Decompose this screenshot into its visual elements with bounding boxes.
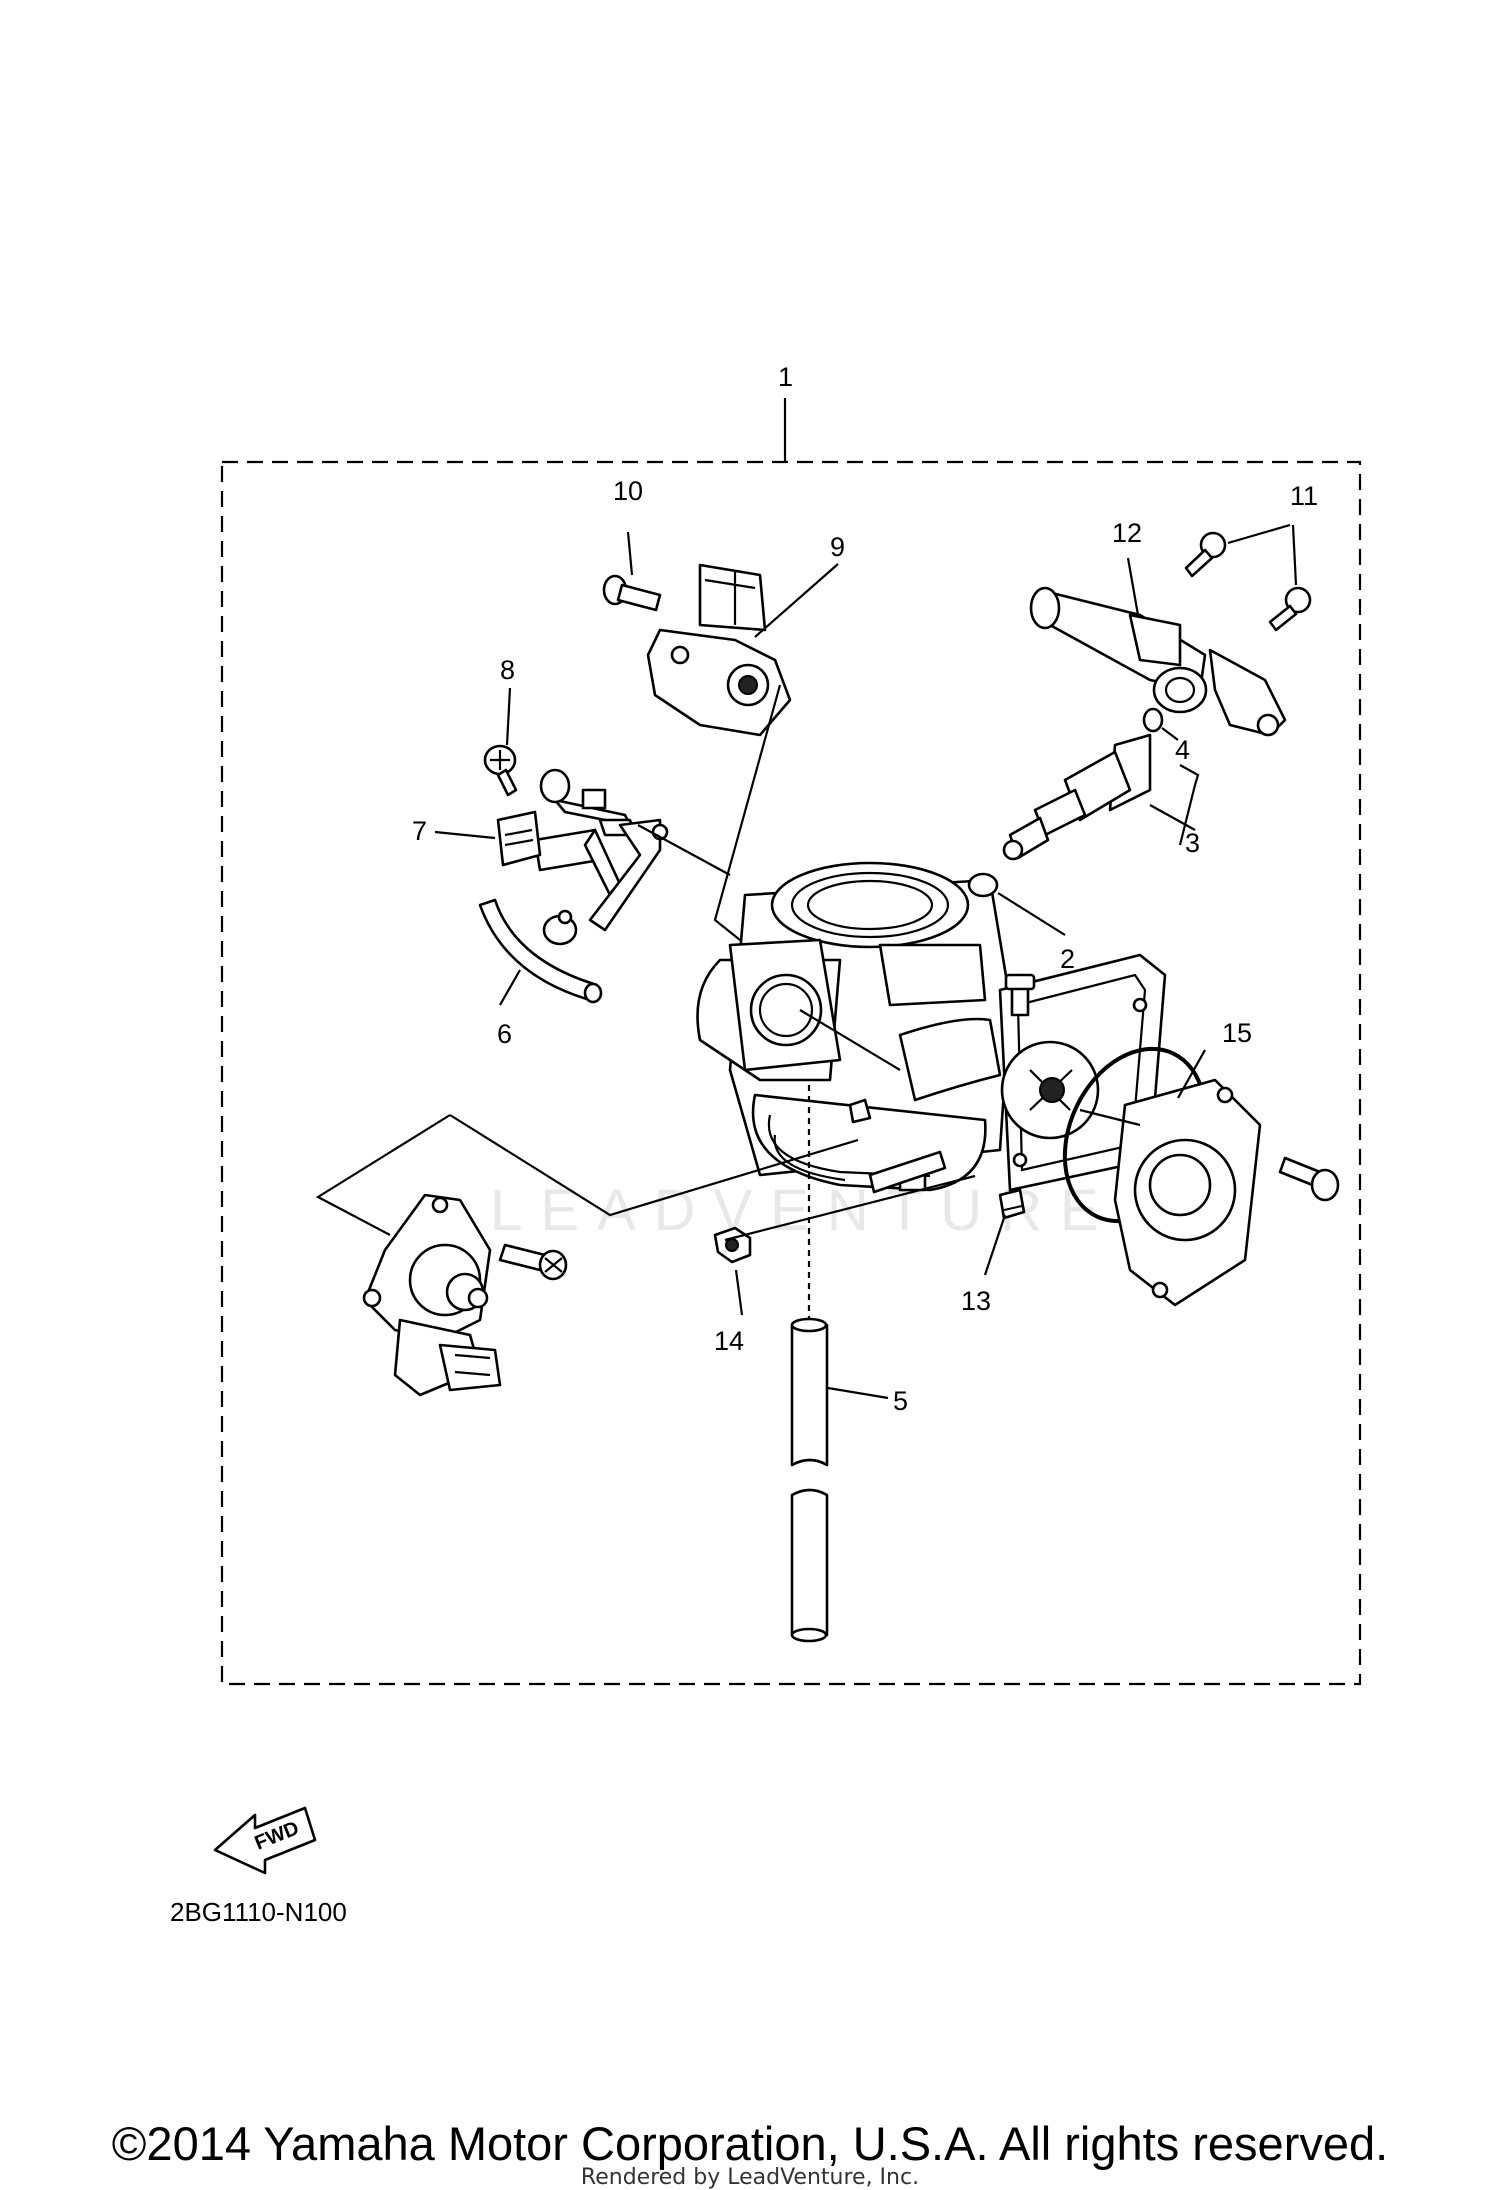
callout-6: 6 [497, 1019, 512, 1049]
idle-control-unit [362, 1193, 502, 1397]
callout-3: 3 [1185, 828, 1200, 858]
fuel-delivery-pipe [1029, 586, 1287, 737]
diagram-code: 2BG1110-N100 [170, 1897, 347, 1927]
callout-14: 14 [714, 1326, 744, 1356]
callout-8: 8 [500, 655, 515, 685]
copyright-text: ©2014 Yamaha Motor Corporation, U.S.A. A… [111, 2117, 1389, 2170]
callout-7: 7 [412, 816, 427, 846]
leader-lines [315, 523, 1298, 1400]
vacuum-hose-6 [478, 898, 603, 1004]
callout-9: 9 [830, 532, 845, 562]
callout-4: 4 [1175, 735, 1190, 765]
callout-10: 10 [613, 476, 643, 506]
rendered-by-text: Rendered by LeadVenture, Inc. [580, 2165, 920, 2190]
fwd-arrow-icon: FWD [213, 1806, 317, 1875]
screw-10 [602, 574, 662, 612]
bolt-15 [1278, 1156, 1340, 1202]
callout-15: 15 [1222, 1018, 1252, 1048]
cover-15 [1113, 1078, 1262, 1307]
bracket-assembly [496, 768, 669, 946]
hose-5 [790, 1317, 829, 1643]
callout-2: 2 [1060, 944, 1075, 974]
screw-11a [1184, 531, 1227, 578]
o-ring-4 [1142, 707, 1164, 733]
callout-11: 11 [1290, 481, 1318, 511]
nut-14 [713, 1226, 752, 1264]
callout-5: 5 [893, 1386, 908, 1416]
stud-bolt [868, 1150, 947, 1194]
screw-8 [483, 744, 518, 797]
callout-13: 13 [961, 1286, 991, 1316]
washer-2 [967, 872, 999, 898]
throttle-position-sensor [646, 563, 792, 737]
assembly-boundary [220, 460, 1362, 1686]
callout-1: 1 [778, 362, 793, 392]
callout-12: 12 [1112, 518, 1142, 548]
screw-13 [998, 1188, 1026, 1220]
watermark-text: LEADVENTURE [490, 1178, 1117, 1243]
callouts: 1 2 3 4 5 6 7 8 9 10 11 12 13 14 15 [412, 362, 1318, 1416]
screw-11b [1268, 586, 1312, 632]
throttle-body [696, 861, 1167, 1192]
fuel-injector [1002, 733, 1152, 861]
screw-idle-unit [498, 1243, 568, 1281]
